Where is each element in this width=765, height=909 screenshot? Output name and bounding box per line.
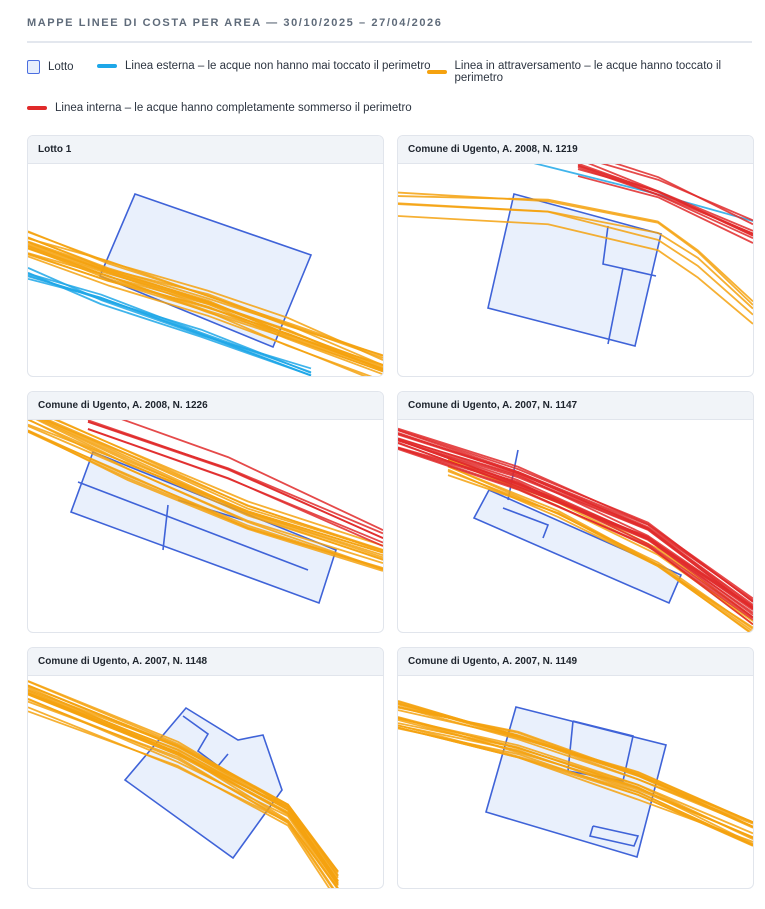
coastline-interna <box>398 448 753 626</box>
lotto-perimeter <box>487 193 662 347</box>
panel-title: Comune di Ugento, A. 2007, N. 1149 <box>398 648 753 676</box>
lotto-inner-perimeter <box>607 267 624 345</box>
coastline-attraversamento <box>28 431 383 570</box>
panel-title: Comune di Ugento, A. 2008, N. 1226 <box>28 392 383 420</box>
coastline-interna <box>398 446 753 619</box>
coastline-interna <box>398 439 753 611</box>
map-canvas <box>398 427 753 632</box>
panel-title: Comune di Ugento, A. 2007, N. 1147 <box>398 392 753 420</box>
coastline-attraversamento <box>398 191 753 306</box>
map-panel: Lotto 1 <box>27 135 384 377</box>
coastline-attraversamento <box>28 684 339 877</box>
coastline-interna <box>121 420 383 531</box>
coastline-interna <box>614 164 753 226</box>
map-panel: Comune di Ugento, A. 2008, N. 1219 <box>397 135 754 377</box>
panel-title: Comune di Ugento, A. 2007, N. 1148 <box>28 648 383 676</box>
coastline-attraversamento <box>398 203 753 316</box>
map-canvas <box>28 192 383 376</box>
legend-label: Linea in attraversamento – le acque hann… <box>454 60 722 84</box>
legend-attraversamento: Linea in attraversamento – le acque hann… <box>427 60 765 84</box>
coastline-attraversamento <box>28 236 383 359</box>
coastline-attraversamento <box>398 724 753 847</box>
legend-label: Linea esterna – le acque non hanno mai t… <box>125 60 431 72</box>
lotto-inner-perimeter <box>162 504 169 551</box>
coastline-attraversamento <box>37 420 383 554</box>
coastline-attraversamento <box>28 252 383 371</box>
lotto-inner-perimeter <box>502 507 550 539</box>
coastline-interna <box>577 164 753 235</box>
coastline-attraversamento <box>398 726 753 847</box>
coastline-attraversamento <box>28 710 331 888</box>
coastline-attraversamento <box>55 420 383 551</box>
coastline-interna <box>600 164 753 222</box>
legend-esterna: Linea esterna – le acque non hanno mai t… <box>97 60 431 72</box>
coastline-attraversamento <box>398 722 753 845</box>
legend-interna: Linea interna – le acque hanno completam… <box>27 102 412 114</box>
lotto-swatch-icon <box>27 60 40 74</box>
coastline-attraversamento <box>43 420 383 557</box>
divider <box>27 41 752 43</box>
coastline-attraversamento <box>398 717 753 835</box>
coastline-attraversamento <box>28 700 334 888</box>
lotto-perimeter <box>485 706 667 859</box>
map-canvas <box>28 680 339 888</box>
panel-title: Lotto 1 <box>28 136 383 164</box>
coastline-attraversamento <box>398 706 753 823</box>
coastline-attraversamento <box>398 700 753 824</box>
coastline-attraversamento <box>28 420 383 559</box>
coastline-interna <box>87 428 383 544</box>
coastline-esterna <box>28 277 312 376</box>
coastline-interna <box>398 439 753 610</box>
coastline-attraversamento <box>28 420 383 564</box>
coastline-interna <box>398 447 753 619</box>
page-title: MAPPE LINEE DI COSTA PER AREA — 30/10/20… <box>27 17 443 29</box>
legend-label: Linea interna – le acque hanno completam… <box>55 102 412 114</box>
legend-label: Lotto <box>48 61 74 73</box>
map-canvas <box>28 420 383 605</box>
map-canvas <box>398 700 753 859</box>
coastline-attraversamento <box>28 245 383 373</box>
panel-title: Comune di Ugento, A. 2008, N. 1219 <box>398 136 753 164</box>
coastline-attraversamento <box>447 474 751 632</box>
map-canvas <box>398 164 753 347</box>
coastline-interna <box>87 420 383 535</box>
coastline-esterna <box>28 267 312 370</box>
coastline-interna <box>398 432 753 601</box>
coastline-interna <box>577 175 753 244</box>
coastline-attraversamento <box>398 215 753 325</box>
line-swatch-icon <box>97 64 117 68</box>
line-swatch-icon <box>27 106 47 110</box>
lotto-inner-perimeter <box>588 825 640 847</box>
map-panel: Comune di Ugento, A. 2007, N. 1148 <box>27 647 384 889</box>
line-swatch-icon <box>427 70 447 74</box>
coastline-interna <box>398 438 753 609</box>
map-panel: Comune di Ugento, A. 2007, N. 1149 <box>397 647 754 889</box>
lotto-perimeter <box>98 192 313 349</box>
lotto-inner-perimeter <box>77 481 309 571</box>
coastline-interna <box>398 428 753 603</box>
coastline-attraversamento <box>447 465 753 632</box>
map-panel: Comune di Ugento, A. 2007, N. 1147 <box>397 391 754 633</box>
coastline-attraversamento <box>28 692 339 886</box>
coastline-attraversamento <box>28 689 339 883</box>
lotto-inner-perimeter <box>182 715 229 768</box>
legend-lotto: Lotto <box>27 60 74 74</box>
map-panel: Comune di Ugento, A. 2008, N. 1226 <box>27 391 384 633</box>
